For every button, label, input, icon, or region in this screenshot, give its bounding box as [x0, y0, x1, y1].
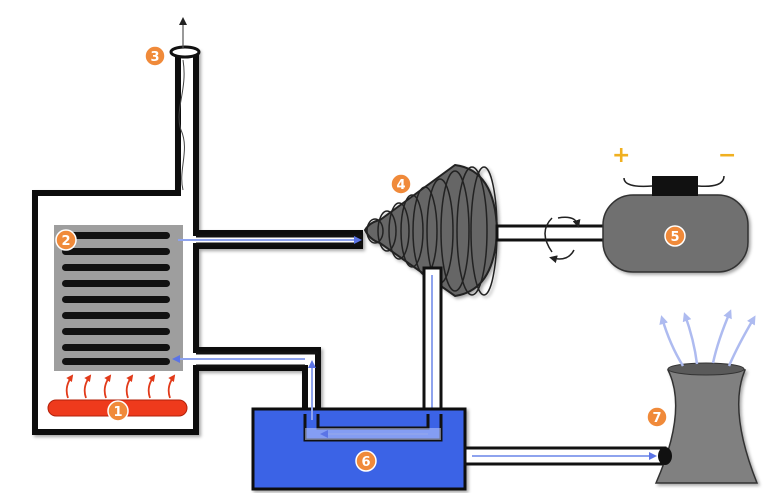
- svg-text:1: 1: [113, 405, 122, 420]
- chimney: [169, 17, 201, 191]
- svg-text:4: 4: [396, 178, 405, 193]
- marker-2: 2: [55, 229, 77, 251]
- generator: + −: [602, 143, 749, 273]
- marker-4: 4: [390, 173, 412, 195]
- marker-6: 6: [355, 450, 377, 472]
- cooling-tower: [654, 362, 759, 484]
- svg-text:6: 6: [361, 455, 370, 470]
- svg-text:3: 3: [150, 50, 159, 65]
- rotation-arrow: [544, 216, 581, 264]
- svg-text:2: 2: [61, 234, 70, 249]
- cooling-pipe: [463, 446, 667, 466]
- marker-3: 3: [144, 45, 166, 67]
- marker-1: 1: [107, 400, 129, 422]
- minus-terminal: −: [718, 143, 736, 168]
- marker-5: 5: [664, 225, 686, 247]
- condenser: [251, 407, 467, 491]
- steam-plumes: [659, 309, 756, 367]
- marker-7: 7: [646, 406, 668, 428]
- svg-text:7: 7: [652, 411, 661, 426]
- boiler-coils: [54, 225, 183, 371]
- turbine-shaft: [495, 224, 609, 242]
- svg-text:5: 5: [670, 230, 679, 245]
- exhaust-pipe: [422, 266, 443, 432]
- plus-terminal: +: [612, 143, 630, 168]
